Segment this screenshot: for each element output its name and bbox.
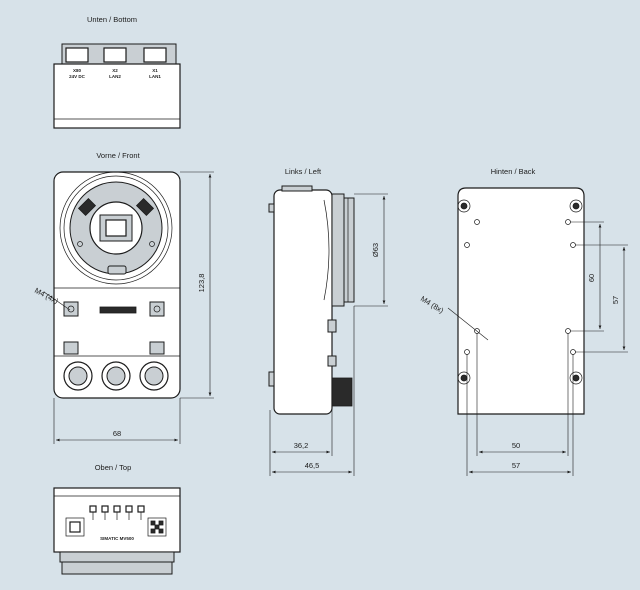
back-screw-tr [572, 202, 580, 210]
back-view-title: Hinten / Back [491, 167, 536, 176]
label-x1-sub: LAN1 [149, 74, 161, 79]
left-depth-short-label: 36,2 [294, 441, 309, 450]
led-1 [89, 505, 97, 513]
lens-clip-right [135, 197, 155, 217]
front-view-title: Vorne / Front [96, 151, 140, 160]
bottom-connector-x80 [65, 47, 89, 63]
product-label: SIMATIC MV500 [100, 536, 134, 541]
label-x2-sub: LAN2 [109, 74, 121, 79]
led-2 [101, 505, 109, 513]
left-housing [273, 189, 333, 415]
label-x80-sub: 24V DC [69, 74, 86, 79]
bottom-connector-x1 [143, 47, 167, 63]
front-mount-right [149, 301, 165, 317]
back-thread-label: M4 (8x) [419, 294, 446, 315]
bottom-connector-x2 [103, 47, 127, 63]
top-view-title: Oben / Top [95, 463, 132, 472]
front-view: Vorne / Front M4 (4x) [33, 151, 214, 444]
lens-ring-outer [59, 171, 173, 285]
front-mount-left [63, 301, 79, 317]
top-view: Oben / Top SIMATIC MV500 [53, 463, 181, 575]
back-vertical-60-label: 60 [587, 274, 596, 282]
led-3 [113, 505, 121, 513]
status-led [107, 265, 127, 275]
bottom-housing [53, 63, 181, 129]
lens-clip-left [77, 197, 97, 217]
bottom-view-title: Unten / Bottom [87, 15, 137, 24]
led-4 [125, 505, 133, 513]
front-label-strip [99, 306, 137, 314]
front-width-label: 68 [113, 429, 121, 438]
back-screw-br [572, 374, 580, 382]
lens-cap-edge [61, 561, 173, 575]
lens-diameter-label: Ø63 [371, 243, 380, 257]
left-connector [331, 377, 353, 407]
back-screw-bl [460, 374, 468, 382]
front-height-label: 123,8 [197, 274, 206, 293]
back-screw-tl [460, 202, 468, 210]
bottom-view: Unten / Bottom X80 24V DC X2 LAN2 X1 LAN… [53, 15, 181, 129]
barcode-icon [147, 517, 167, 537]
back-horizontal-57-label: 57 [512, 461, 520, 470]
label-x80: X80 [73, 68, 82, 73]
back-view: Hinten / Back M4 (8x) 60 57 [419, 167, 628, 476]
back-horizontal-50-label: 50 [512, 441, 520, 450]
left-view: Links / Left Ø63 36,2 46,5 [268, 167, 388, 476]
power-icon [65, 517, 85, 537]
back-vertical-57-label: 57 [611, 296, 620, 304]
label-x2: X2 [112, 68, 118, 73]
lens-barrel [331, 193, 345, 307]
label-x1: X1 [152, 68, 158, 73]
left-view-title: Links / Left [285, 167, 322, 176]
led-5 [137, 505, 145, 513]
left-depth-total-label: 46,5 [305, 461, 320, 470]
back-housing [457, 187, 585, 415]
